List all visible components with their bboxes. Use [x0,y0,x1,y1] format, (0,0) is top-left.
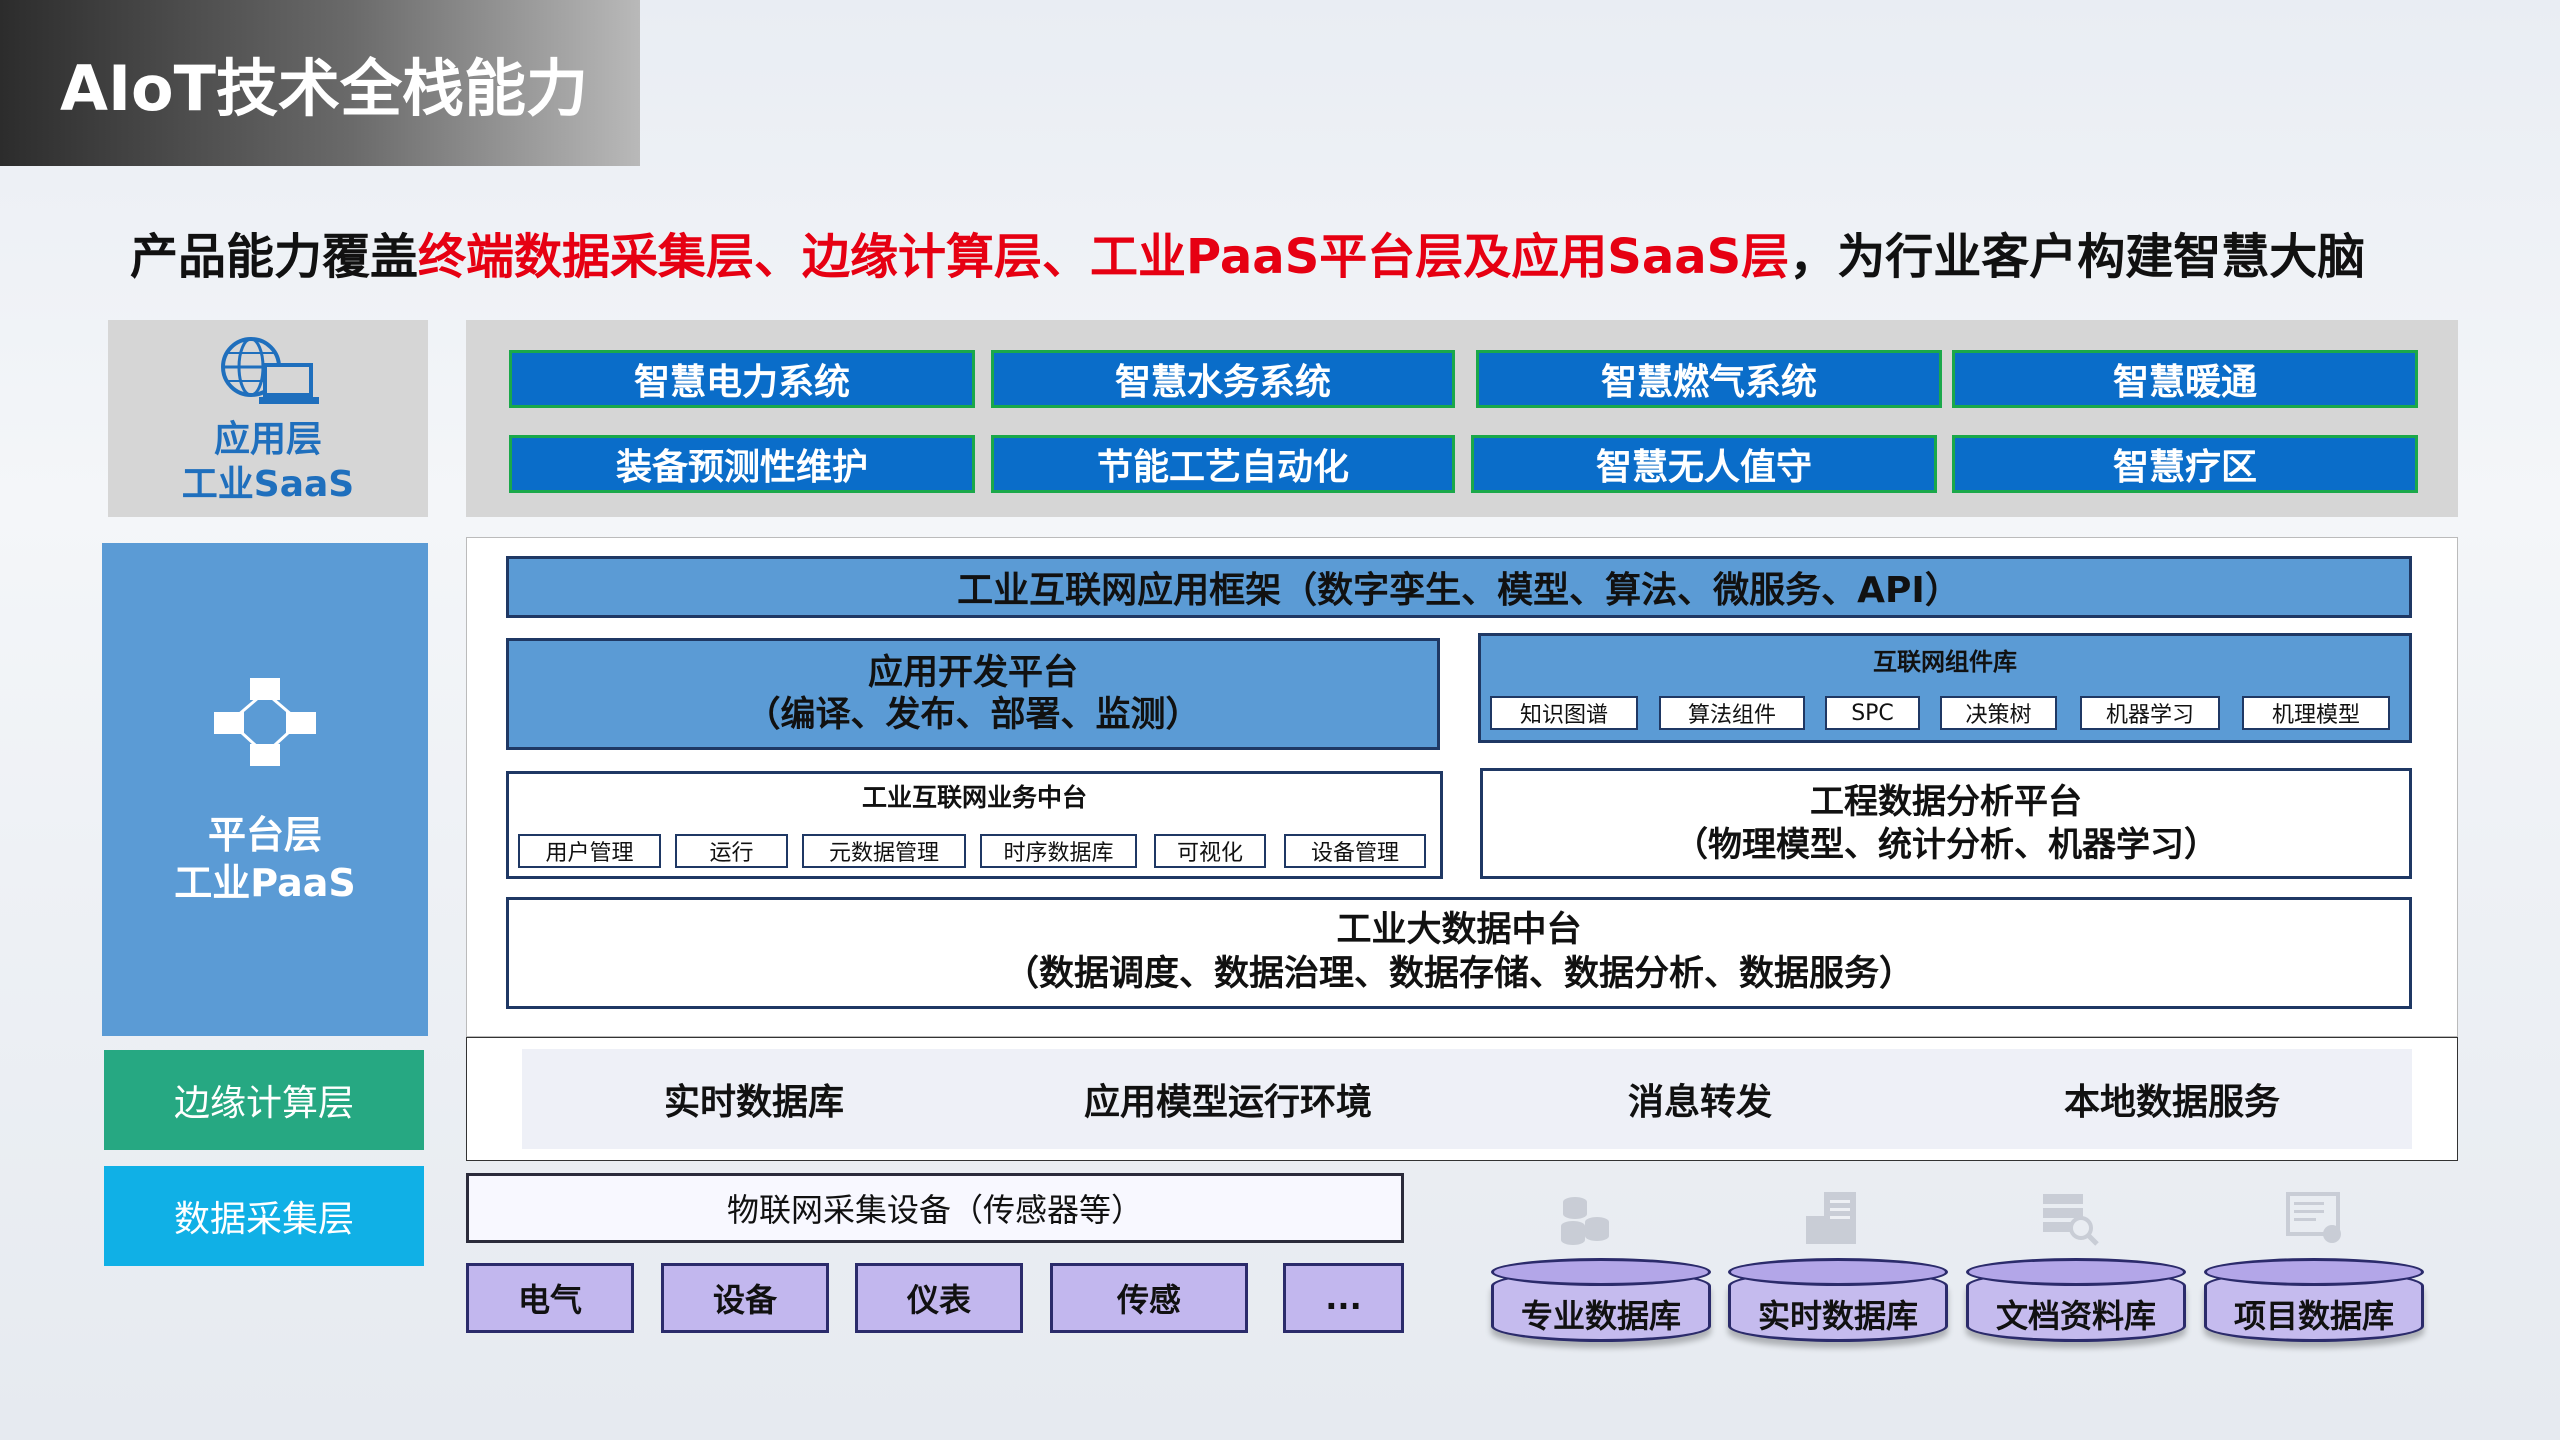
layer-paas-line1: 平台层 [207,813,322,857]
device-type: 设备 [661,1263,829,1333]
component-library-title: 互联网组件库 [1873,647,2017,676]
industrial-bigdata-center: 工业大数据中台 （数据调度、数据治理、数据存储、数据分析、数据服务） [506,897,2412,1009]
database-label: 专业数据库 [1520,1297,1681,1335]
business-center-title: 工业互联网业务中台 [861,783,1087,812]
page-title: AIoT技术全栈能力 [0,0,640,166]
subtitle-part1: 产品能力覆盖 [130,229,419,285]
component-chip: 机理模型 [2242,696,2390,730]
globe-computer-icon [221,336,319,404]
layer-paas-line2: 工业PaaS [174,860,356,905]
layer-edge-label: 边缘计算层 [104,1050,424,1150]
layer-paas-label: 平台层 工业PaaS [102,543,428,1036]
database-label: 项目数据库 [2233,1297,2394,1335]
device-type: 传感 [1050,1263,1248,1333]
saas-system: 智慧水务系统 [991,350,1455,408]
document-search-icon [2043,1194,2099,1246]
component-chip: 算法组件 [1659,696,1805,730]
database-stack-icon [1561,1197,1609,1245]
subtitle-part3: ，为行业客户构建智慧大脑 [1789,229,2366,285]
saas-system: 节能工艺自动化 [991,435,1455,493]
device-type: 仪表 [855,1263,1023,1333]
business-chip: 可视化 [1154,834,1266,868]
engineering-subtitle: （物理模型、统计分析、机器学习） [1674,824,2218,865]
iiot-app-framework: 工业互联网应用框架（数字孪生、模型、算法、微服务、API） [506,556,2412,618]
database-cylinder: 专业数据库 [1491,1258,1711,1348]
business-chip: 用户管理 [518,834,661,868]
database-cylinder: 项目数据库 [2204,1258,2424,1348]
saas-system: 智慧无人值守 [1471,435,1937,493]
saas-system: 智慧燃气系统 [1476,350,1942,408]
app-dev-title: 应用开发平台 [867,653,1078,693]
layer-saas-line1: 应用层 [213,418,322,460]
database-cylinder: 文档资料库 [1966,1258,2186,1348]
device-type-more: ... [1283,1263,1404,1333]
layer-saas-label: 应用层 工业SaaS [108,320,428,517]
app-dev-platform: 应用开发平台 （编译、发布、部署、监测） [506,638,1440,750]
business-chip: 运行 [675,834,788,868]
edge-item: 应用模型运行环境 [1083,1082,1372,1123]
bigdata-subtitle: （数据调度、数据治理、数据存储、数据分析、数据服务） [1003,954,1914,994]
saas-system: 智慧暖通 [1952,350,2418,408]
project-data-icon [2286,1192,2341,1243]
saas-system: 装备预测性维护 [509,435,975,493]
component-chip: SPC [1825,696,1920,730]
device-type: 电气 [466,1263,634,1333]
saas-system: 智慧电力系统 [509,350,975,408]
layer-saas-line2: 工业SaaS [181,463,355,505]
business-chip: 设备管理 [1284,834,1426,868]
database-label: 实时数据库 [1757,1297,1918,1335]
bigdata-title: 工业大数据中台 [1336,910,1582,951]
network-icon [214,678,316,766]
engineering-data-platform: 工程数据分析平台 （物理模型、统计分析、机器学习） [1480,768,2412,879]
iot-collection-devices: 物联网采集设备（传感器等） [466,1173,1404,1243]
edge-item: 实时数据库 [663,1082,844,1123]
app-dev-subtitle: （编译、发布、部署、监测） [745,695,1201,735]
server-icon [1806,1192,1856,1244]
subtitle-highlight: 终端数据采集层、边缘计算层、工业PaaS平台层及应用SaaS层 [418,229,1790,285]
subtitle: 产品能力覆盖终端数据采集层、边缘计算层、工业PaaS平台层及应用SaaS层，为行… [130,212,2365,292]
saas-system: 智慧疗区 [1952,435,2418,493]
component-chip: 知识图谱 [1490,696,1638,730]
layer-collect-label: 数据采集层 [104,1166,424,1266]
component-chip: 机器学习 [2080,696,2220,730]
engineering-title: 工程数据分析平台 [1810,782,2082,822]
business-chip: 元数据管理 [802,834,966,868]
edge-item: 本地数据服务 [2063,1082,2280,1123]
edge-inner [522,1049,2412,1149]
component-chip: 决策树 [1940,696,2057,730]
edge-item: 消息转发 [1627,1082,1772,1123]
business-chip: 时序数据库 [980,834,1137,868]
database-label: 文档资料库 [1995,1297,2156,1335]
database-cylinder: 实时数据库 [1728,1258,1948,1348]
